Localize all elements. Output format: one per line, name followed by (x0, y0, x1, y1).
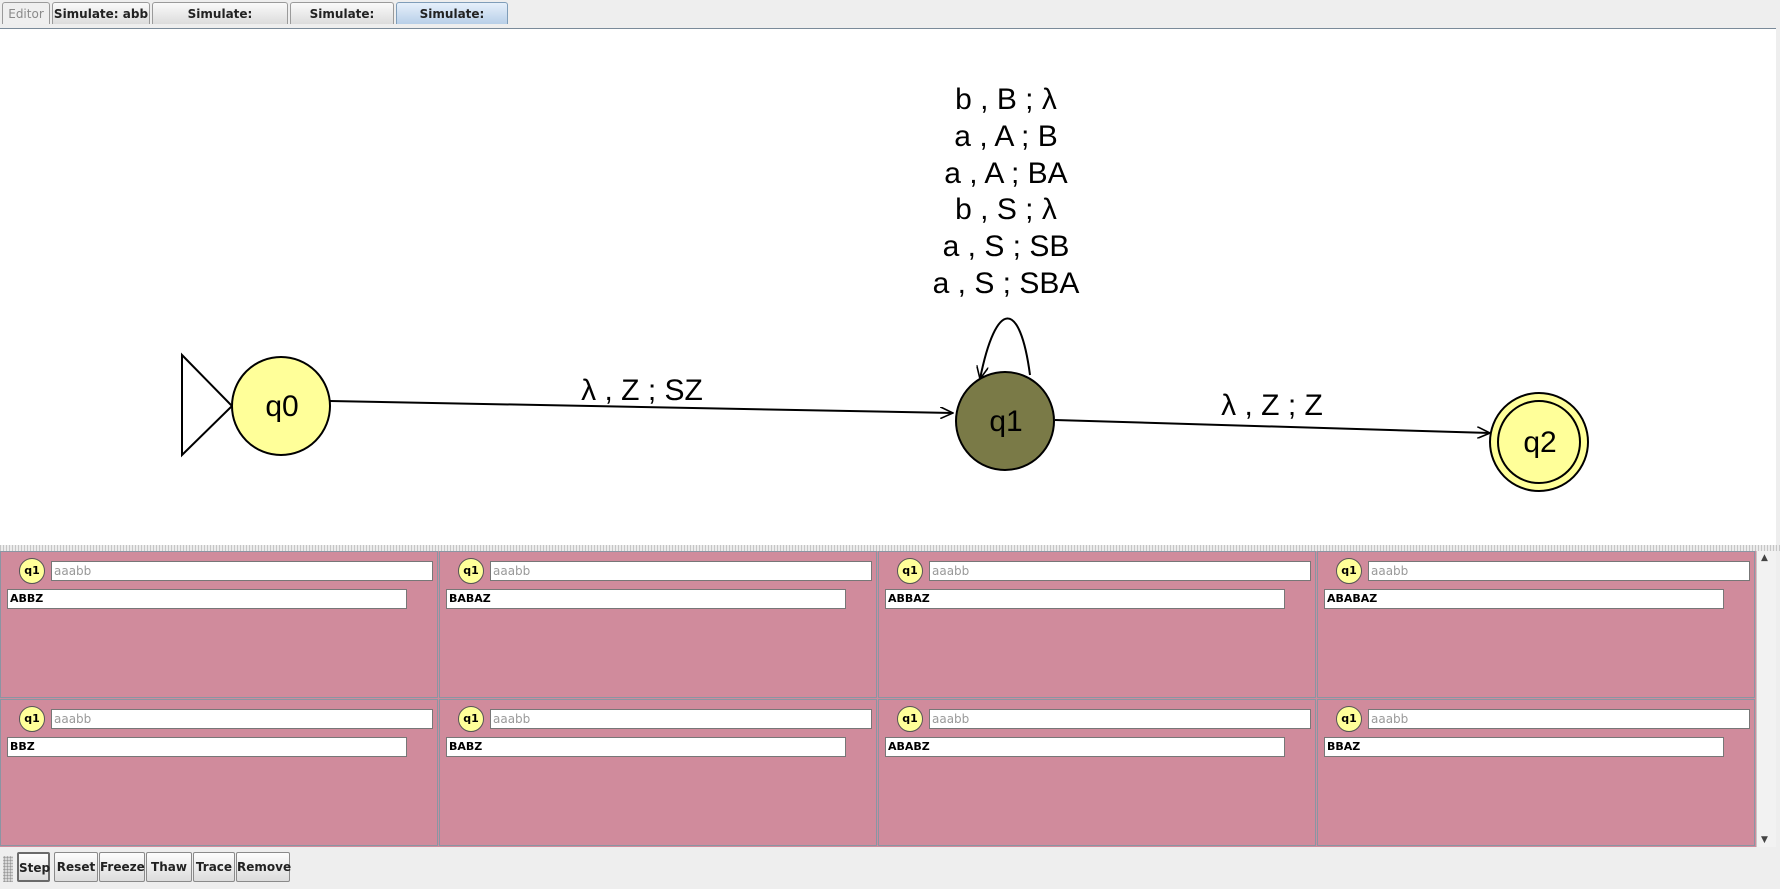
configuration-cell[interactable]: q1 aaabb BABAZ (439, 551, 877, 698)
config-stack: BABZ (446, 737, 846, 757)
state-q1[interactable]: q1 (955, 371, 1055, 471)
configuration-cell[interactable]: q1 aaabb ABABAZ (1317, 551, 1755, 698)
config-stack: ABBZ (7, 589, 407, 609)
configuration-cell[interactable]: q1 aaabb ABABZ (878, 699, 1316, 846)
config-input-tape: aaabb (929, 561, 1311, 581)
config-stack: BBAZ (1324, 737, 1724, 757)
vertical-scrollbar[interactable]: ▲ ▼ (1756, 551, 1776, 847)
config-state-icon: q1 (1336, 558, 1362, 584)
remove-button[interactable]: Remove (236, 852, 291, 882)
config-state-icon: q1 (1336, 706, 1362, 732)
config-state-icon: q1 (458, 558, 484, 584)
config-state-icon: q1 (458, 706, 484, 732)
state-q0[interactable]: q0 (231, 356, 331, 456)
tab-editor[interactable]: Editor (2, 2, 50, 24)
step-button[interactable]: Step (17, 852, 50, 882)
thaw-button[interactable]: Thaw (146, 852, 192, 882)
config-state-icon: q1 (19, 558, 45, 584)
tab-bar: Editor Simulate: abb Simulate: aabbabbab… (0, 0, 1780, 43)
automaton-canvas[interactable]: λ , Z ; SZ λ , Z ; Z b , B ; λ a , A ; B… (0, 28, 1776, 546)
configuration-cell[interactable]: q1 aaabb BBAZ (1317, 699, 1755, 846)
configuration-cell[interactable]: q1 aaabb ABBZ (0, 551, 438, 698)
config-input-tape: aaabb (51, 561, 433, 581)
loop-label[interactable]: b , B ; λ (955, 83, 1057, 116)
state-q2[interactable]: q2 (1489, 392, 1589, 492)
loop-label[interactable]: a , A ; B (954, 120, 1057, 153)
configuration-cell[interactable]: q1 aaabb BBZ (0, 699, 438, 846)
transition-q1-loop-edge[interactable] (980, 317, 1031, 379)
configuration-cell[interactable]: q1 aaabb BABZ (439, 699, 877, 846)
transition-label-q1-q2[interactable]: λ , Z ; Z (1221, 389, 1323, 422)
state-label-q2: q2 (1523, 426, 1556, 459)
config-input-tape: aaabb (490, 709, 872, 729)
config-input-tape: aaabb (1368, 561, 1750, 581)
config-input-tape: aaabb (929, 709, 1311, 729)
automaton-diagram: λ , Z ; SZ λ , Z ; Z b , B ; λ a , A ; B… (181, 83, 1589, 492)
config-state-icon: q1 (19, 706, 45, 732)
config-state-icon: q1 (897, 558, 923, 584)
initial-state-marker (181, 352, 234, 458)
scroll-down-icon[interactable]: ▼ (1761, 835, 1768, 845)
loop-label[interactable]: a , S ; SB (943, 230, 1070, 263)
simulator-toolbar: Step Reset Freeze Thaw Trace Remove (0, 849, 1780, 889)
config-stack: ABBAZ (885, 589, 1285, 609)
tab-simulate-abb[interactable]: Simulate: abb (52, 2, 150, 24)
transition-q0-q1-edge[interactable] (329, 400, 953, 413)
config-input-tape: aaabb (1368, 709, 1750, 729)
loop-label[interactable]: b , S ; λ (955, 193, 1057, 226)
reset-button[interactable]: Reset (54, 852, 98, 882)
freeze-button[interactable]: Freeze (99, 852, 145, 882)
loop-label[interactable]: a , A ; BA (944, 157, 1067, 190)
config-stack: ABABAZ (1324, 589, 1724, 609)
config-input-tape: aaabb (490, 561, 872, 581)
config-stack: BBZ (7, 737, 407, 757)
loop-labels: b , B ; λ a , A ; B a , A ; BA b , S ; λ… (933, 83, 1080, 300)
config-input-tape: aaabb (51, 709, 433, 729)
configurations-panel: q1 aaabb ABBZ q1 aaabb BABAZ q1 aaabb AB… (0, 551, 1756, 847)
tab-simulate-aabbabbab[interactable]: Simulate: aabbabbab (152, 2, 288, 43)
transition-q1-q2-edge[interactable] (1054, 419, 1490, 433)
configuration-cell[interactable]: q1 aaabb ABBAZ (878, 551, 1316, 698)
scroll-up-icon[interactable]: ▲ (1761, 553, 1768, 563)
config-stack: ABABZ (885, 737, 1285, 757)
loop-label[interactable]: a , S ; SBA (933, 267, 1080, 300)
trace-button[interactable]: Trace (193, 852, 235, 882)
split-pane-divider[interactable] (0, 545, 1780, 551)
state-label-q0: q0 (265, 390, 298, 423)
tab-simulate-aaabb[interactable]: Simulate: aaabb (396, 2, 508, 43)
config-state-icon: q1 (897, 706, 923, 732)
state-label-q1: q1 (989, 405, 1022, 438)
toolbar-grip-icon[interactable] (3, 856, 13, 882)
transition-label-q0-q1[interactable]: λ , Z ; SZ (581, 374, 703, 407)
tab-simulate-abab[interactable]: Simulate: abab (290, 2, 394, 43)
config-stack: BABAZ (446, 589, 846, 609)
